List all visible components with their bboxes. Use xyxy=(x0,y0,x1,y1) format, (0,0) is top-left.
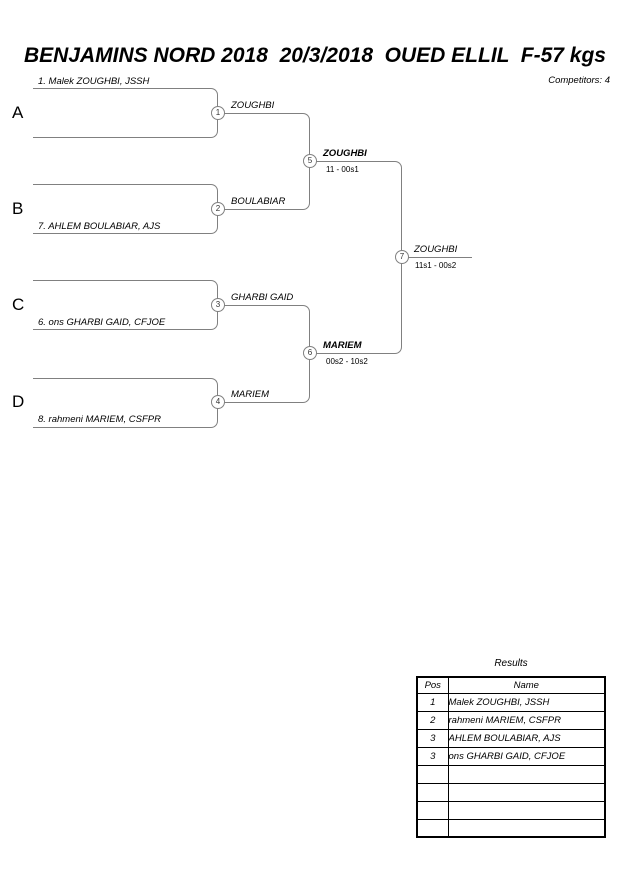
connector-final xyxy=(310,161,402,354)
seed-name-d: 8. rahmeni MARIEM, CSFPR xyxy=(38,414,161,425)
slot-letter-a: A xyxy=(12,103,24,122)
match-node-2: 2 xyxy=(211,202,225,216)
match-6-winner: MARIEM xyxy=(323,340,362,351)
result-pos: 2 xyxy=(416,710,449,730)
results-table: Pos Name 1 Malek ZOUGHBI, JSSH 2 rahmeni… xyxy=(416,676,606,838)
slot-letter-d: D xyxy=(12,392,25,411)
results-col-pos: Pos xyxy=(416,676,449,694)
match-node-6: 6 xyxy=(303,346,317,360)
results-row xyxy=(416,800,606,820)
match-6-score: 00s2 - 10s2 xyxy=(326,357,368,366)
match-5-score: 11 - 00s1 xyxy=(326,165,359,174)
result-name xyxy=(447,782,606,802)
result-name xyxy=(447,800,606,820)
results-row: 1 Malek ZOUGHBI, JSSH xyxy=(416,692,606,712)
match-node-3: 3 xyxy=(211,298,225,312)
results-row: 3 AHLEM BOULABIAR, AJS xyxy=(416,728,606,748)
match-2-winner: BOULABIAR xyxy=(231,196,286,207)
match-node-1: 1 xyxy=(211,106,225,120)
match-7-winner: ZOUGHBI xyxy=(414,244,458,255)
bracket-lines-d xyxy=(33,378,218,428)
match-node-4: 4 xyxy=(211,395,225,409)
results-col-name: Name xyxy=(447,676,606,694)
seed-name-b: 7. AHLEM BOULABIAR, AJS xyxy=(38,221,161,232)
result-pos xyxy=(416,800,449,820)
result-pos xyxy=(416,818,449,838)
results-row xyxy=(416,764,606,784)
results-row xyxy=(416,782,606,802)
match-node-5: 5 xyxy=(303,154,317,168)
bracket-lines-c xyxy=(33,280,218,330)
bracket-lines-b xyxy=(33,184,218,234)
page-title: BENJAMINS NORD 2018 20/3/2018 OUED ELLIL… xyxy=(24,44,606,67)
result-pos xyxy=(416,782,449,802)
champion-line xyxy=(402,257,472,258)
match-4-winner: MARIEM xyxy=(231,389,269,400)
slot-letter-c: C xyxy=(12,295,25,314)
result-name: ons GHARBI GAID, CFJOE xyxy=(447,746,606,766)
result-name xyxy=(447,764,606,784)
results-row xyxy=(416,818,606,838)
match-1-winner: ZOUGHBI xyxy=(231,100,275,111)
results-row: 3 ons GHARBI GAID, CFJOE xyxy=(416,746,606,766)
result-pos: 3 xyxy=(416,728,449,748)
bracket-lines-a xyxy=(33,88,218,138)
result-name xyxy=(447,818,606,838)
result-pos xyxy=(416,764,449,784)
result-pos: 1 xyxy=(416,692,449,712)
result-name: rahmeni MARIEM, CSFPR xyxy=(447,710,606,730)
seed-name-c: 6. ons GHARBI GAID, CFJOE xyxy=(38,317,166,328)
results-row: 2 rahmeni MARIEM, CSFPR xyxy=(416,710,606,730)
match-7-score: 11s1 - 00s2 xyxy=(415,261,457,270)
results-title: Results xyxy=(494,658,528,669)
seed-name-a: 1. Malek ZOUGHBI, JSSH xyxy=(38,76,150,87)
slot-letter-b: B xyxy=(12,199,24,218)
results-header-row: Pos Name xyxy=(416,676,606,694)
result-name: AHLEM BOULABIAR, AJS xyxy=(447,728,606,748)
competitors-count: Competitors: 4 xyxy=(548,75,610,86)
result-name: Malek ZOUGHBI, JSSH xyxy=(447,692,606,712)
match-node-7: 7 xyxy=(395,250,409,264)
match-3-winner: GHARBI GAID xyxy=(231,292,294,303)
match-5-winner: ZOUGHBI xyxy=(323,148,367,159)
result-pos: 3 xyxy=(416,746,449,766)
